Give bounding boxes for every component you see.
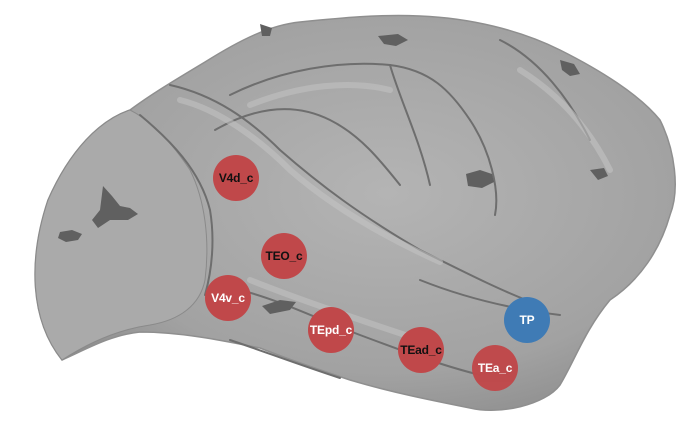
region-marker-tea[interactable]: TEa_c	[472, 345, 518, 391]
region-label: TEpd_c	[309, 323, 353, 337]
occipital-lobe	[34, 109, 208, 361]
region-marker-tepd[interactable]: TEpd_c	[308, 307, 354, 353]
region-label: TP	[519, 313, 535, 327]
region-marker-teo[interactable]: TEO_c	[261, 233, 307, 279]
region-marker-tp[interactable]: TP	[504, 297, 550, 343]
region-label: TEa_c	[477, 361, 513, 375]
region-marker-v4d[interactable]: V4d_c	[213, 155, 259, 201]
dark-patches	[58, 24, 608, 314]
region-label: V4v_c	[211, 291, 245, 305]
region-label: V4d_c	[218, 171, 254, 185]
region-marker-tead[interactable]: TEad_c	[398, 327, 444, 373]
region-label: TEO_c	[265, 249, 303, 263]
region-label: TEad_c	[400, 343, 442, 357]
region-marker-v4v[interactable]: V4v_c	[205, 275, 251, 321]
